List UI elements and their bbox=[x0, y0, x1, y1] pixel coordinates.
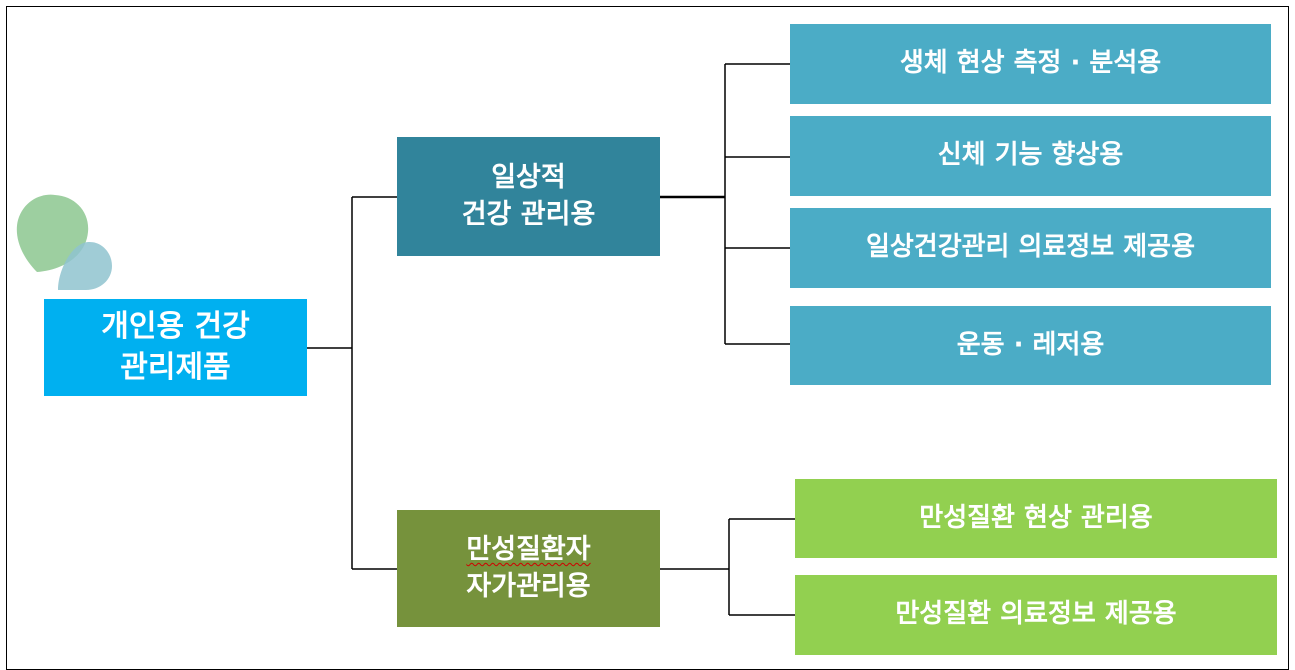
leaf-label: 신체 기능 향상용 bbox=[937, 140, 1124, 171]
leaf-node: 일상건강관리 의료정보 제공용 bbox=[790, 208, 1271, 288]
root-node: 개인용 건강 관리제품 bbox=[44, 299, 307, 396]
logo-bubble-green bbox=[16, 194, 89, 272]
category-node-daily-health: 일상적 건강 관리용 bbox=[397, 137, 660, 256]
category-label-line1: 일상적 bbox=[491, 162, 566, 194]
category-label-line1: 만성질환자 bbox=[466, 534, 591, 566]
root-label-line1: 개인용 건강 bbox=[101, 309, 250, 344]
leaf-label: 만성질환 현상 관리용 bbox=[919, 502, 1153, 533]
root-label-line2: 관리제품 bbox=[120, 349, 231, 385]
leaf-node: 만성질환 의료정보 제공용 bbox=[795, 575, 1277, 655]
category-label-line2: 자가관리용 bbox=[466, 570, 591, 602]
leaf-node: 신체 기능 향상용 bbox=[790, 116, 1271, 196]
leaf-label: 일상건강관리 의료정보 제공용 bbox=[865, 232, 1196, 263]
leaf-node: 만성질환 현상 관리용 bbox=[795, 479, 1277, 558]
logo-bubble-blue bbox=[58, 241, 112, 290]
leaf-label: 운동 · 레저용 bbox=[956, 329, 1105, 360]
leaf-node: 운동 · 레저용 bbox=[790, 306, 1271, 385]
leaf-node: 생체 현상 측정 · 분석용 bbox=[790, 24, 1271, 104]
leaf-label: 만성질환 의료정보 제공용 bbox=[895, 599, 1177, 630]
leaf-label: 생체 현상 측정 · 분석용 bbox=[899, 48, 1162, 79]
category-label-line2: 건강 관리용 bbox=[461, 198, 596, 230]
category-node-chronic-selfcare: 만성질환자 자가관리용 bbox=[397, 510, 660, 627]
